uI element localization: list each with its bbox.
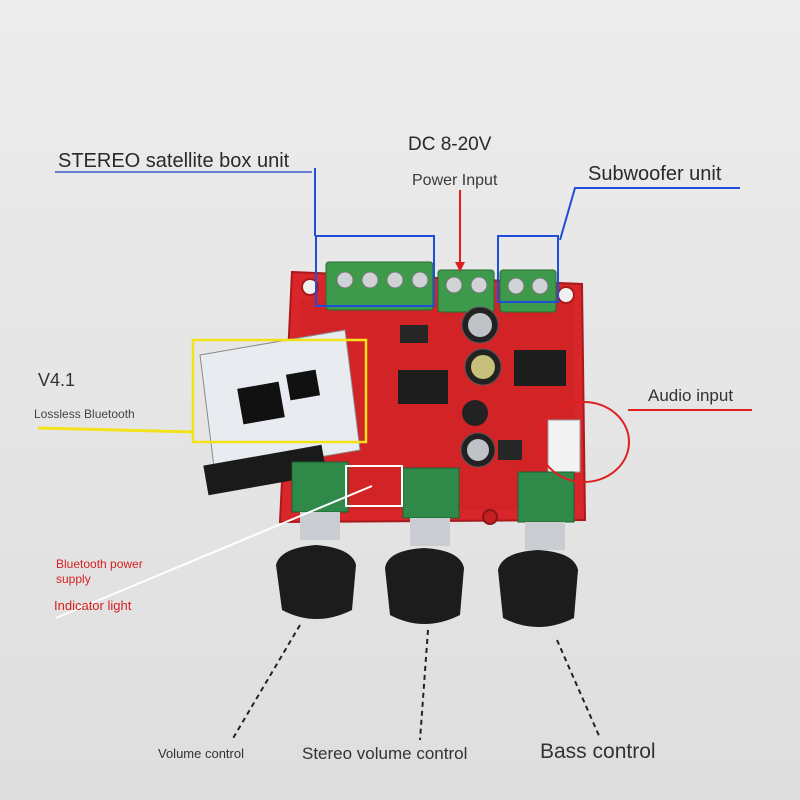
bt-power-supply-label: Bluetooth power supply (56, 557, 143, 586)
bluetooth-callout (191, 338, 368, 444)
power-input-label: Power Input (412, 172, 498, 189)
indicator-callout (345, 465, 403, 507)
potentiometer-volume (276, 461, 356, 619)
potentiometer-bass (498, 471, 578, 627)
stereo-volume-control-label: Stereo volume control (302, 744, 468, 763)
mounting-hole (482, 509, 498, 525)
lossless-bluetooth-label: Lossless Bluetooth (34, 407, 135, 421)
bass-pointer (556, 639, 601, 739)
subwoofer-unit-label: Subwoofer unit (588, 163, 722, 185)
potentiometer-stereo (385, 467, 464, 624)
amp-chip (514, 350, 566, 386)
bt-version-label: V4.1 (38, 370, 76, 390)
ic-chip (498, 440, 522, 460)
mounting-hole (557, 286, 575, 304)
subwoofer-terminal-block (499, 269, 557, 313)
audio-input-label: Audio input (648, 386, 734, 405)
ic-chip (400, 325, 428, 343)
stereo-terminal-block (325, 261, 434, 311)
bluetooth-module (199, 329, 361, 496)
dc-voltage-label: DC 8-20V (408, 134, 492, 155)
audio-input-circle (538, 401, 630, 483)
capacitors (460, 306, 502, 468)
stereo-callout (314, 168, 435, 307)
power-terminal-block (437, 269, 495, 313)
volume-control-label: Volume control (158, 746, 244, 761)
amp-chip (398, 370, 448, 404)
indicator-light-label: Indicator light (54, 598, 132, 613)
volume-pointer (231, 624, 301, 741)
stereo-unit-label: STEREO satellite box unit (58, 150, 290, 172)
mounting-hole (301, 278, 319, 296)
bluetooth-pointer (37, 426, 195, 434)
subwoofer-callout (497, 187, 740, 303)
indicator-pointer (55, 485, 373, 619)
audio-input-connector (547, 419, 581, 473)
stereo-pointer (419, 629, 429, 741)
bass-control-label: Bass control (540, 740, 656, 763)
